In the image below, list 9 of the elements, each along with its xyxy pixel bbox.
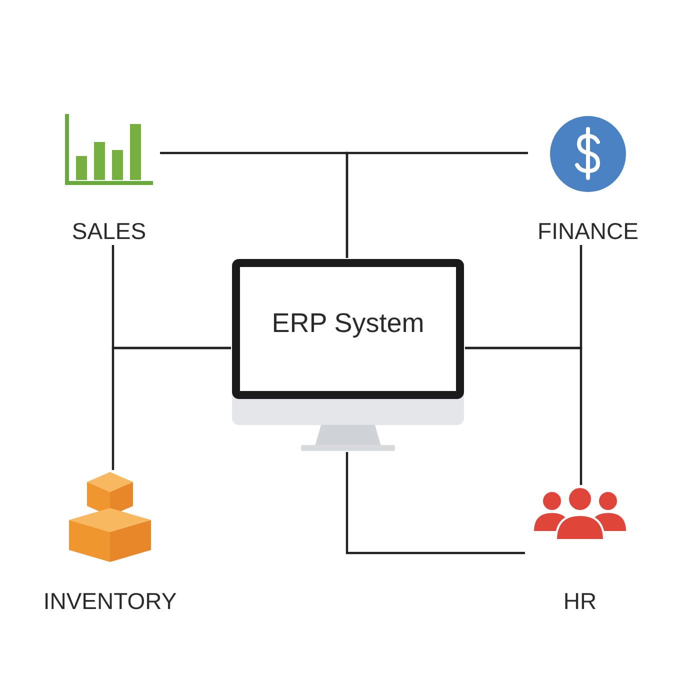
node-label: FINANCE: [538, 218, 638, 245]
node-label: ERP System: [270, 308, 426, 339]
connector-line: [346, 152, 528, 258]
node-label: SALES: [72, 218, 146, 245]
connector-line: [346, 452, 525, 554]
node-label: INVENTORY: [43, 588, 177, 615]
node-label: HR: [563, 588, 597, 615]
connector-line: [112, 346, 231, 470]
connector-line: [465, 346, 582, 485]
